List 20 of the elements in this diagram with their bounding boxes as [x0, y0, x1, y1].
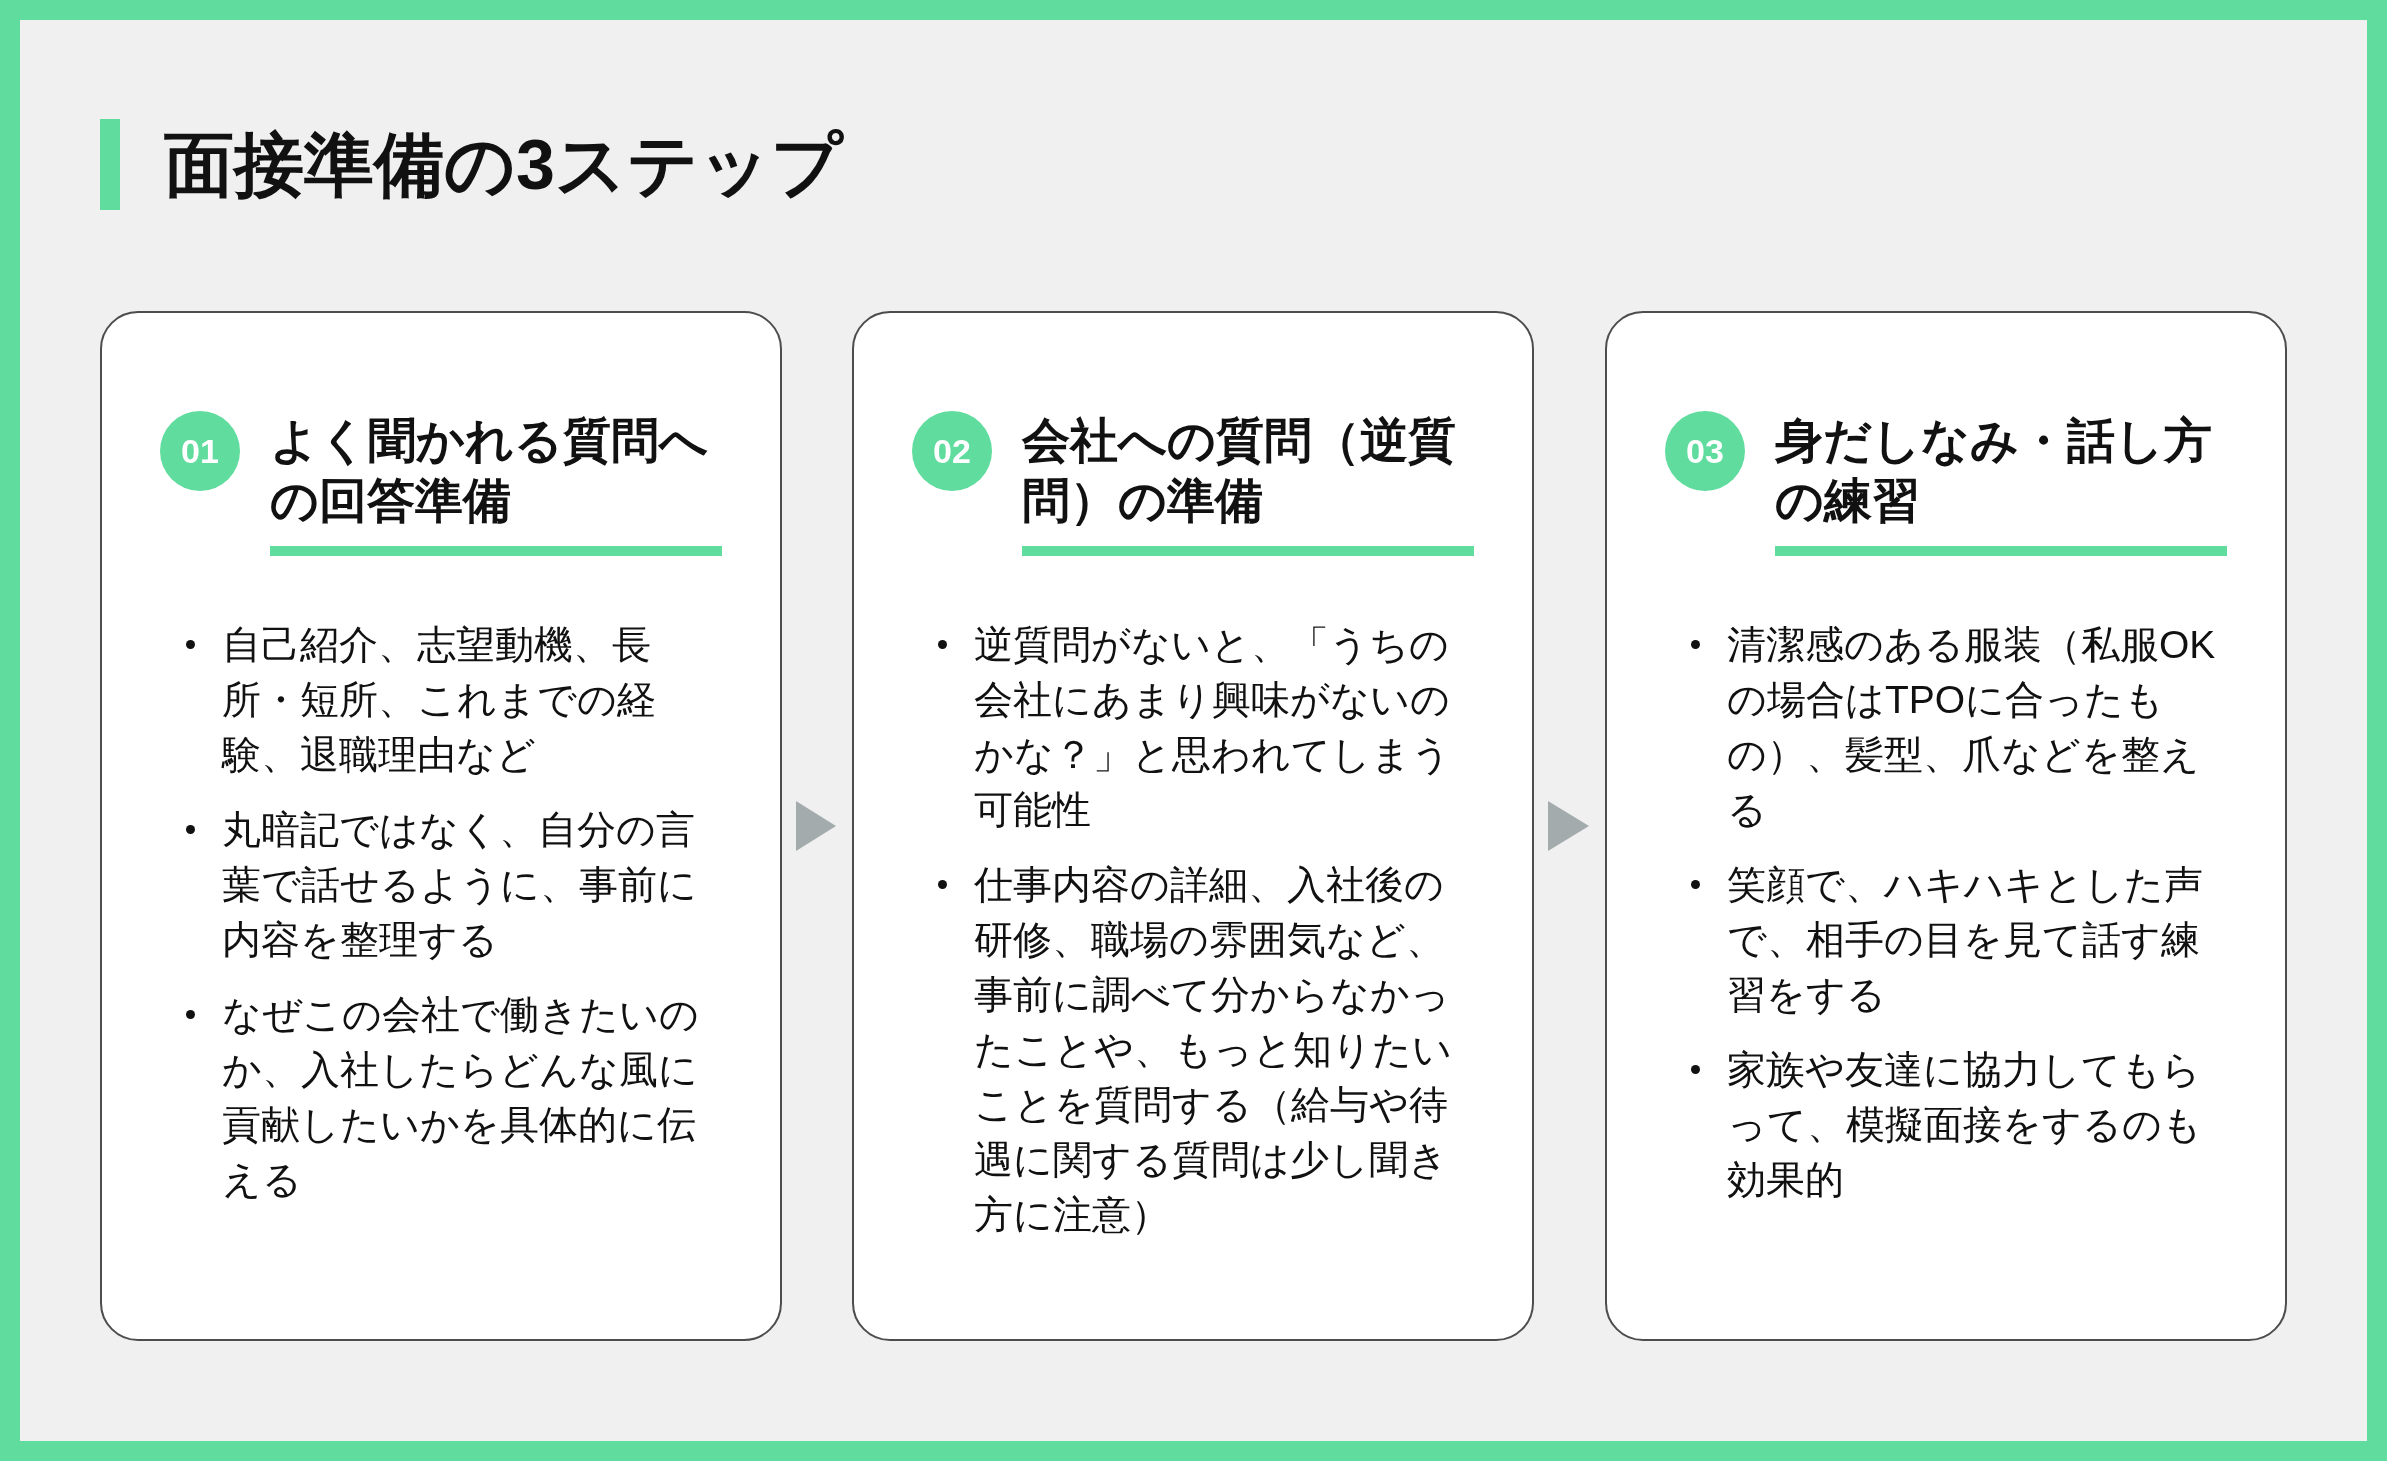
- arrow: [1548, 801, 1589, 851]
- step-number-badge: 02: [912, 411, 992, 491]
- arrow: [796, 801, 836, 851]
- step-number-badge: 01: [160, 411, 240, 491]
- page-title: 面接準備の3ステップ: [164, 125, 843, 206]
- step-number-badge: 03: [1665, 411, 1745, 491]
- step-card: [1605, 311, 2287, 1341]
- bullet-text: 丸暗記ではなく、自分の言葉で話せるように、事前に内容を整理する: [222, 807, 698, 963]
- step-card: [852, 311, 1534, 1341]
- step-heading: 身だしなみ・話し方の練習: [1775, 413, 2213, 529]
- bullet-text: 家族や友達に協力してもらって、模擬面接をするのも効果的: [1727, 1047, 2203, 1203]
- bullet-text: 仕事内容の詳細、入社後の研修、職場の雰囲気など、事前に調べて分からなかったことや、もっと知りたいことを質問する（給与や待遇に関する質問は少し聞き方に注意）: [974, 862, 1453, 1238]
- bullet-text: 逆質問がないと、「うちの会社にあまり興味がないのかな？」と思われてしまう可能性: [974, 622, 1452, 833]
- bullet-text: 笑顔で、ハキハキとした声で、相手の目を見て話す練習をする: [1727, 862, 2204, 1018]
- bullet-text: 自己紹介、志望動機、長所・短所、これまでの経験、退職理由など: [222, 622, 657, 778]
- step-card: [100, 311, 782, 1341]
- bullet-text: 清潔感のある服装（私服OKの場合はTPOに合ったもの）、髪型、爪などを整える: [1727, 622, 2217, 833]
- step-heading: 会社への質問（逆質問）の準備: [1022, 413, 1457, 529]
- step-heading: よく聞かれる質問への回答準備: [270, 413, 709, 529]
- bullet-text: なぜこの会社で働きたいのか、入社したらどんな風に貢献したいかを具体的に伝える: [222, 992, 700, 1203]
